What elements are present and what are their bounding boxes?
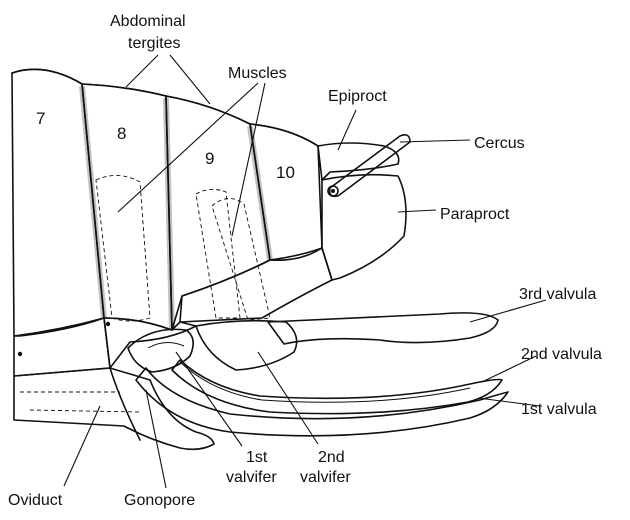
segment-8-label: 8 — [117, 124, 126, 143]
abdominal-tergites-label-line1: Abdominal — [110, 13, 186, 30]
first-valvifer-label-line2: valvifer — [226, 469, 277, 486]
second-valvula-label: 2nd valvula — [521, 346, 602, 363]
gonopore-label: Gonopore — [124, 492, 195, 509]
segment-7-label: 7 — [36, 109, 45, 128]
first-valvifer-label-line1: 1st — [246, 449, 268, 466]
abdominal-tergites-label-line2: tergites — [128, 35, 180, 52]
second-valvifer-label-line1: 2nd — [318, 449, 345, 466]
leader-lines — [64, 55, 546, 488]
muscles-label: Muscles — [228, 65, 287, 82]
oviduct-label: Oviduct — [8, 492, 63, 509]
segment-9-label: 9 — [205, 149, 214, 168]
spiracle-7 — [18, 352, 22, 356]
third-valvula — [268, 313, 498, 344]
first-valvula-label: 1st valvula — [521, 401, 597, 418]
sternite-7-region — [14, 318, 110, 376]
paraproct-label: Paraproct — [440, 206, 510, 223]
epiproct-label: Epiproct — [328, 88, 387, 105]
segment-10-label: 10 — [276, 163, 295, 182]
second-valvifer — [196, 321, 297, 370]
second-valvifer-label-line2: valvifer — [300, 469, 351, 486]
third-valvula-label: 3rd valvula — [519, 286, 596, 303]
muscle-segment-9 — [196, 189, 270, 320]
pleural-band — [180, 248, 332, 322]
cercus-label: Cercus — [474, 135, 525, 152]
spiracle-8 — [106, 322, 110, 326]
